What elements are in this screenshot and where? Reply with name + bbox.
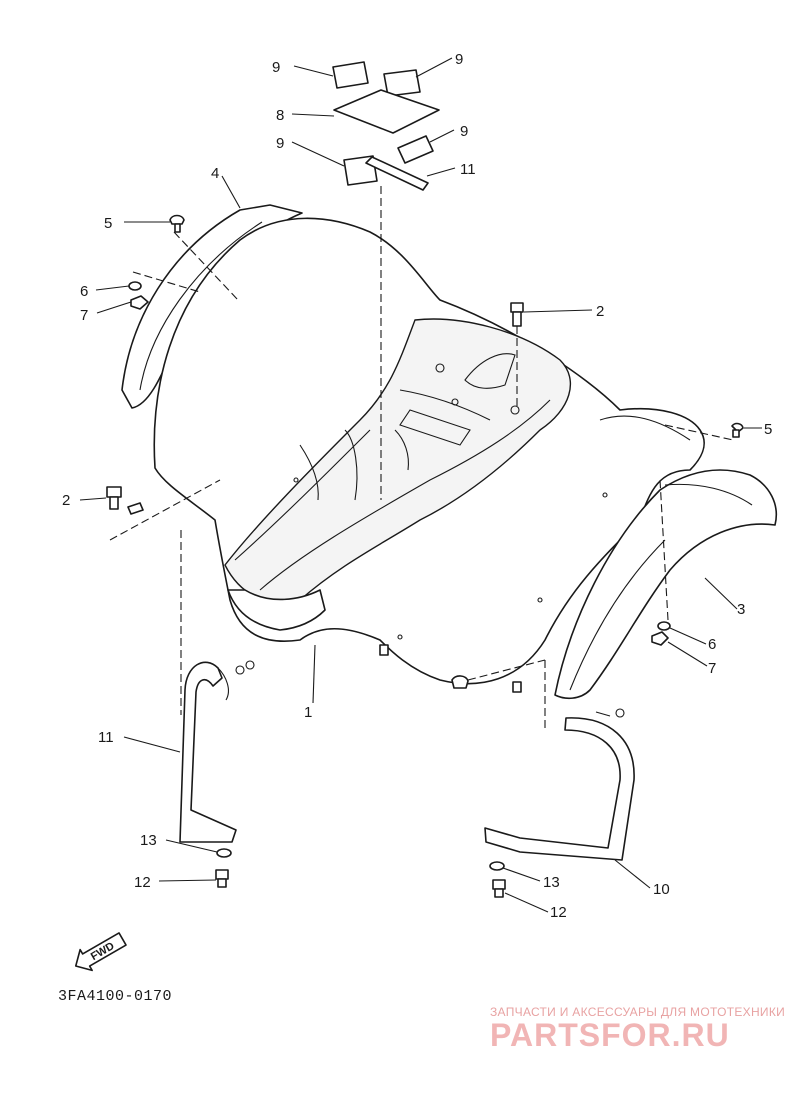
- sticker-9-right: [383, 69, 421, 97]
- sticker-9-left: [332, 61, 369, 89]
- callout-labels: 9 9 8 9 9 11 4 5 6 7 2 5 2 3 6 7 1 11 13…: [62, 51, 772, 921]
- washer-13-right: [489, 861, 505, 871]
- rear-fender-1: [153, 217, 705, 693]
- fwd-label: FWD: [89, 940, 117, 963]
- bolt-12-right: [492, 879, 506, 898]
- bolt-12-left: [215, 869, 229, 888]
- callout-10: 10: [653, 881, 670, 898]
- callout-7: 7: [80, 307, 88, 324]
- nut-7-right: [651, 631, 669, 646]
- callout-4: 4: [211, 165, 219, 182]
- watermark-brand: PARTSFOR.RU: [490, 1017, 730, 1053]
- callout-2: 2: [62, 492, 70, 509]
- grab-bar-11: [179, 660, 255, 843]
- bolt-5-right: [731, 422, 744, 438]
- callout-3: 3: [737, 601, 745, 618]
- callout-9: 9: [276, 135, 284, 152]
- bolt-2-left: [106, 486, 144, 515]
- callout-8: 8: [276, 107, 284, 124]
- grab-bar-10: [484, 708, 635, 861]
- callout-7: 7: [708, 660, 716, 677]
- sticker-9-middle: [397, 135, 434, 164]
- nut-7-left: [130, 295, 149, 310]
- callout-11: 11: [460, 161, 476, 178]
- callout-12: 12: [134, 874, 151, 891]
- callout-1: 1: [304, 704, 312, 721]
- callout-6: 6: [80, 283, 88, 300]
- bolt-front-lower: [451, 675, 469, 689]
- nut-6-left: [128, 281, 142, 291]
- washer-13-left: [216, 848, 232, 858]
- callout-12: 12: [550, 904, 567, 921]
- fender-flap-3: [554, 469, 777, 700]
- drawing-code: 3FA4100-0170: [58, 988, 173, 1005]
- fwd-arrow-icon: FWD: [74, 932, 127, 972]
- watermark-tagline: ЗАПЧАСТИ И АКСЕССУАРЫ ДЛЯ МОТОТЕХНИКИ: [490, 1005, 786, 1019]
- callout-13: 13: [543, 874, 560, 891]
- leader-lines: [79, 57, 762, 913]
- strip-11-top: [365, 156, 429, 191]
- callout-5: 5: [764, 421, 772, 438]
- callout-6: 6: [708, 636, 716, 653]
- callout-9: 9: [272, 59, 280, 76]
- cover-plate-8: [333, 89, 440, 134]
- callout-9: 9: [455, 51, 463, 68]
- bolt-5-left: [169, 214, 185, 233]
- assembly-lines: [109, 186, 734, 730]
- nut-6-right: [657, 621, 671, 631]
- bolt-2-top: [510, 302, 524, 327]
- callout-11: 11: [98, 729, 114, 746]
- callout-13: 13: [140, 832, 157, 849]
- callout-5: 5: [104, 215, 112, 232]
- callout-2: 2: [596, 303, 604, 320]
- callout-9: 9: [460, 123, 468, 140]
